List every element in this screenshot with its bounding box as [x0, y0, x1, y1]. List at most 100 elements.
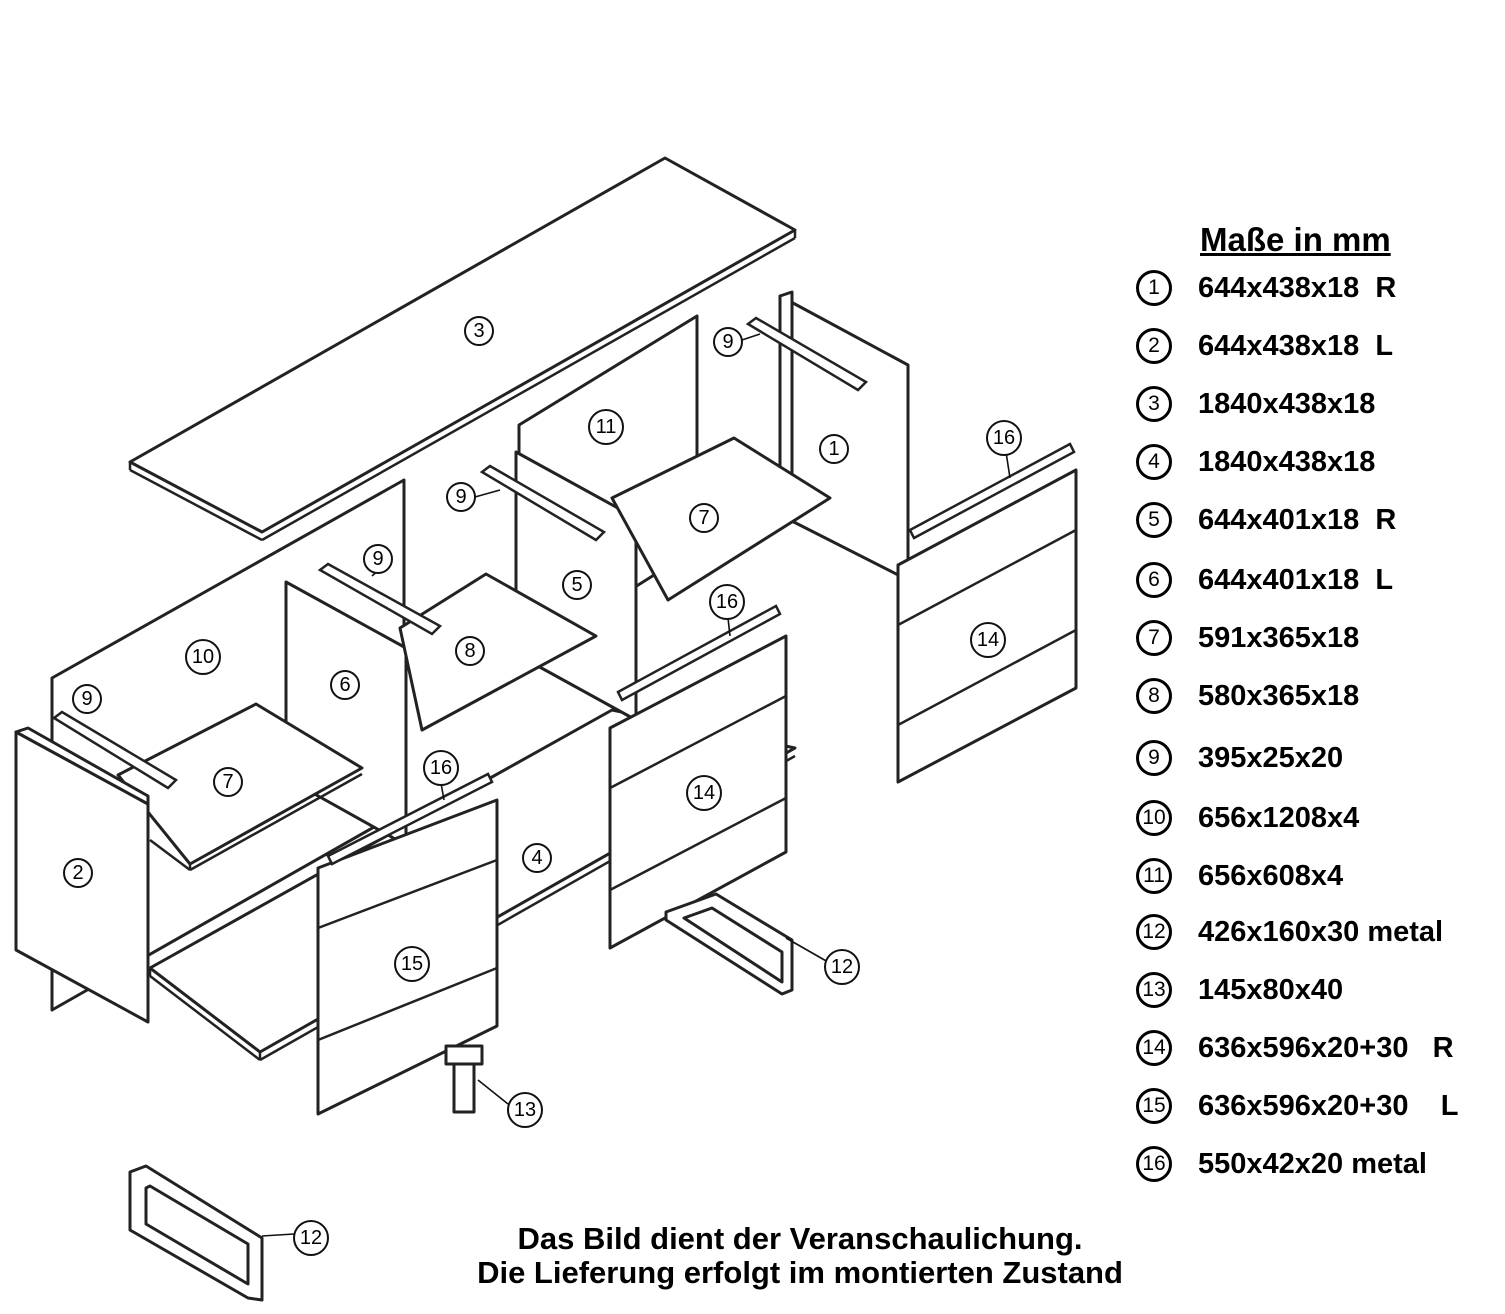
- legend-part-number: 8: [1136, 678, 1172, 714]
- svg-text:10: 10: [192, 646, 214, 668]
- part-callout: 12: [824, 949, 860, 985]
- legend-row: 3 1840x438x18: [1130, 382, 1375, 426]
- part-callout: 5: [562, 570, 592, 600]
- legend-part-number: 13: [1136, 972, 1172, 1008]
- svg-text:12: 12: [300, 1227, 322, 1249]
- legend-dimensions: 636x596x20+30 R: [1198, 1031, 1454, 1064]
- handle-rail-left: [326, 772, 494, 866]
- svg-text:12: 12: [831, 956, 853, 978]
- part-callout: 3: [464, 316, 494, 346]
- legend-title: Maße in mm: [1200, 221, 1391, 258]
- svg-text:16: 16: [993, 427, 1015, 449]
- part-callout: 13: [507, 1092, 543, 1128]
- rail-back-middle: [479, 464, 607, 542]
- legend-part-number: 9: [1136, 740, 1172, 776]
- svg-text:13: 13: [514, 1099, 536, 1121]
- svg-text:4: 4: [531, 847, 542, 869]
- part-callout: 9: [713, 327, 743, 357]
- footer-line-1: Das Bild dient der Veranschaulichung.: [517, 1221, 1083, 1256]
- svg-text:1: 1: [828, 438, 839, 460]
- svg-text:16: 16: [430, 757, 452, 779]
- part-callout: 12: [293, 1220, 329, 1256]
- part-callout: 16: [423, 750, 459, 786]
- part-callout: 2: [63, 858, 93, 888]
- part-callout: 15: [394, 946, 430, 982]
- svg-text:9: 9: [372, 548, 383, 570]
- legend-dimensions: 1840x438x18: [1198, 445, 1376, 478]
- legend-part-number: 11: [1136, 858, 1172, 894]
- legend-part-number: 10: [1136, 800, 1172, 836]
- svg-text:2: 2: [72, 862, 83, 884]
- legend-part-number: 5: [1136, 502, 1172, 538]
- foot: [452, 1058, 476, 1114]
- legend-row: 1 644x438x18 R: [1130, 266, 1396, 310]
- legend-row: 2 644x438x18 L: [1130, 324, 1393, 368]
- part-callout: 8: [455, 636, 485, 666]
- legend-part-number: 3: [1136, 386, 1172, 422]
- svg-text:7: 7: [222, 771, 233, 793]
- legend-row: 7 591x365x18: [1130, 616, 1359, 660]
- legend-dimensions: 644x438x18 L: [1198, 329, 1394, 362]
- part-callout: 14: [686, 775, 722, 811]
- legend-row: 6 644x401x18 L: [1130, 558, 1393, 602]
- part-callout: 9: [72, 684, 102, 714]
- legend-dimensions: 145x80x40: [1198, 973, 1344, 1006]
- svg-text:3: 3: [473, 320, 484, 342]
- svg-text:11: 11: [596, 416, 617, 438]
- handle-rail-right-near: [616, 604, 782, 702]
- metal-frame-left-inner: [144, 1184, 250, 1286]
- legend-row: 10 656x1208x4: [1130, 796, 1359, 840]
- legend-part-number: 6: [1136, 562, 1172, 598]
- part-callout: 9: [446, 482, 476, 512]
- legend-dimensions: 656x1208x4: [1198, 801, 1360, 834]
- legend-dimensions: 644x401x18 L: [1198, 563, 1394, 596]
- legend-part-number: 14: [1136, 1030, 1172, 1066]
- footer-note: Das Bild dient der Veranschaulichung. Di…: [380, 1222, 1220, 1290]
- shelf-middle: [398, 572, 598, 732]
- legend-dimensions: 656x608x4: [1198, 859, 1344, 892]
- legend-dimensions: 644x401x18 R: [1198, 503, 1397, 536]
- legend-part-number: 4: [1136, 444, 1172, 480]
- dimension-legend: Maße in mm 1 644x438x18 R 2 644x438x18 L 3 18…: [1130, 218, 1500, 1182]
- part-callout: 7: [213, 767, 243, 797]
- part-callout: 14: [970, 622, 1006, 658]
- legend-part-number: 12: [1136, 914, 1172, 950]
- legend-dimensions: 591x365x18: [1198, 621, 1360, 654]
- legend-dimensions: 1840x438x18: [1198, 387, 1376, 420]
- part-callout: 7: [689, 503, 719, 533]
- shelf-right: [610, 436, 832, 602]
- svg-text:14: 14: [977, 629, 999, 651]
- part-callout: 9: [363, 544, 393, 574]
- metal-frame-right-inner: [682, 906, 784, 984]
- legend-row: 11 656x608x4: [1130, 854, 1343, 898]
- svg-text:8: 8: [464, 640, 475, 662]
- leader-lines: [261, 333, 1011, 1237]
- legend-dimensions: 395x25x20: [1198, 741, 1344, 774]
- svg-text:5: 5: [571, 574, 582, 596]
- footer-line-2: Die Lieferung erfolgt im montierten Zust…: [477, 1255, 1123, 1290]
- legend-row: 14 636x596x20+30 R: [1130, 1026, 1454, 1070]
- legend-part-number: 2: [1136, 328, 1172, 364]
- svg-text:7: 7: [698, 507, 709, 529]
- part-callout: 6: [330, 670, 360, 700]
- svg-text:9: 9: [81, 688, 92, 710]
- handle-rail-right-far: [908, 442, 1076, 540]
- svg-text:9: 9: [455, 486, 466, 508]
- part-callout: 1: [819, 434, 849, 464]
- legend-part-number: 1: [1136, 270, 1172, 306]
- svg-text:15: 15: [401, 953, 423, 975]
- part-callout: 11: [588, 409, 624, 445]
- svg-text:14: 14: [693, 782, 715, 804]
- legend-part-number: 7: [1136, 620, 1172, 656]
- legend-row: 9 395x25x20: [1130, 736, 1343, 780]
- part-callout: 16: [986, 420, 1022, 456]
- legend-dimensions: 636x596x20+30 L: [1198, 1089, 1459, 1122]
- legend-dimensions: 644x438x18 R: [1198, 271, 1397, 304]
- legend-row: 13 145x80x40: [1130, 968, 1343, 1012]
- rail-front-left: [51, 710, 179, 790]
